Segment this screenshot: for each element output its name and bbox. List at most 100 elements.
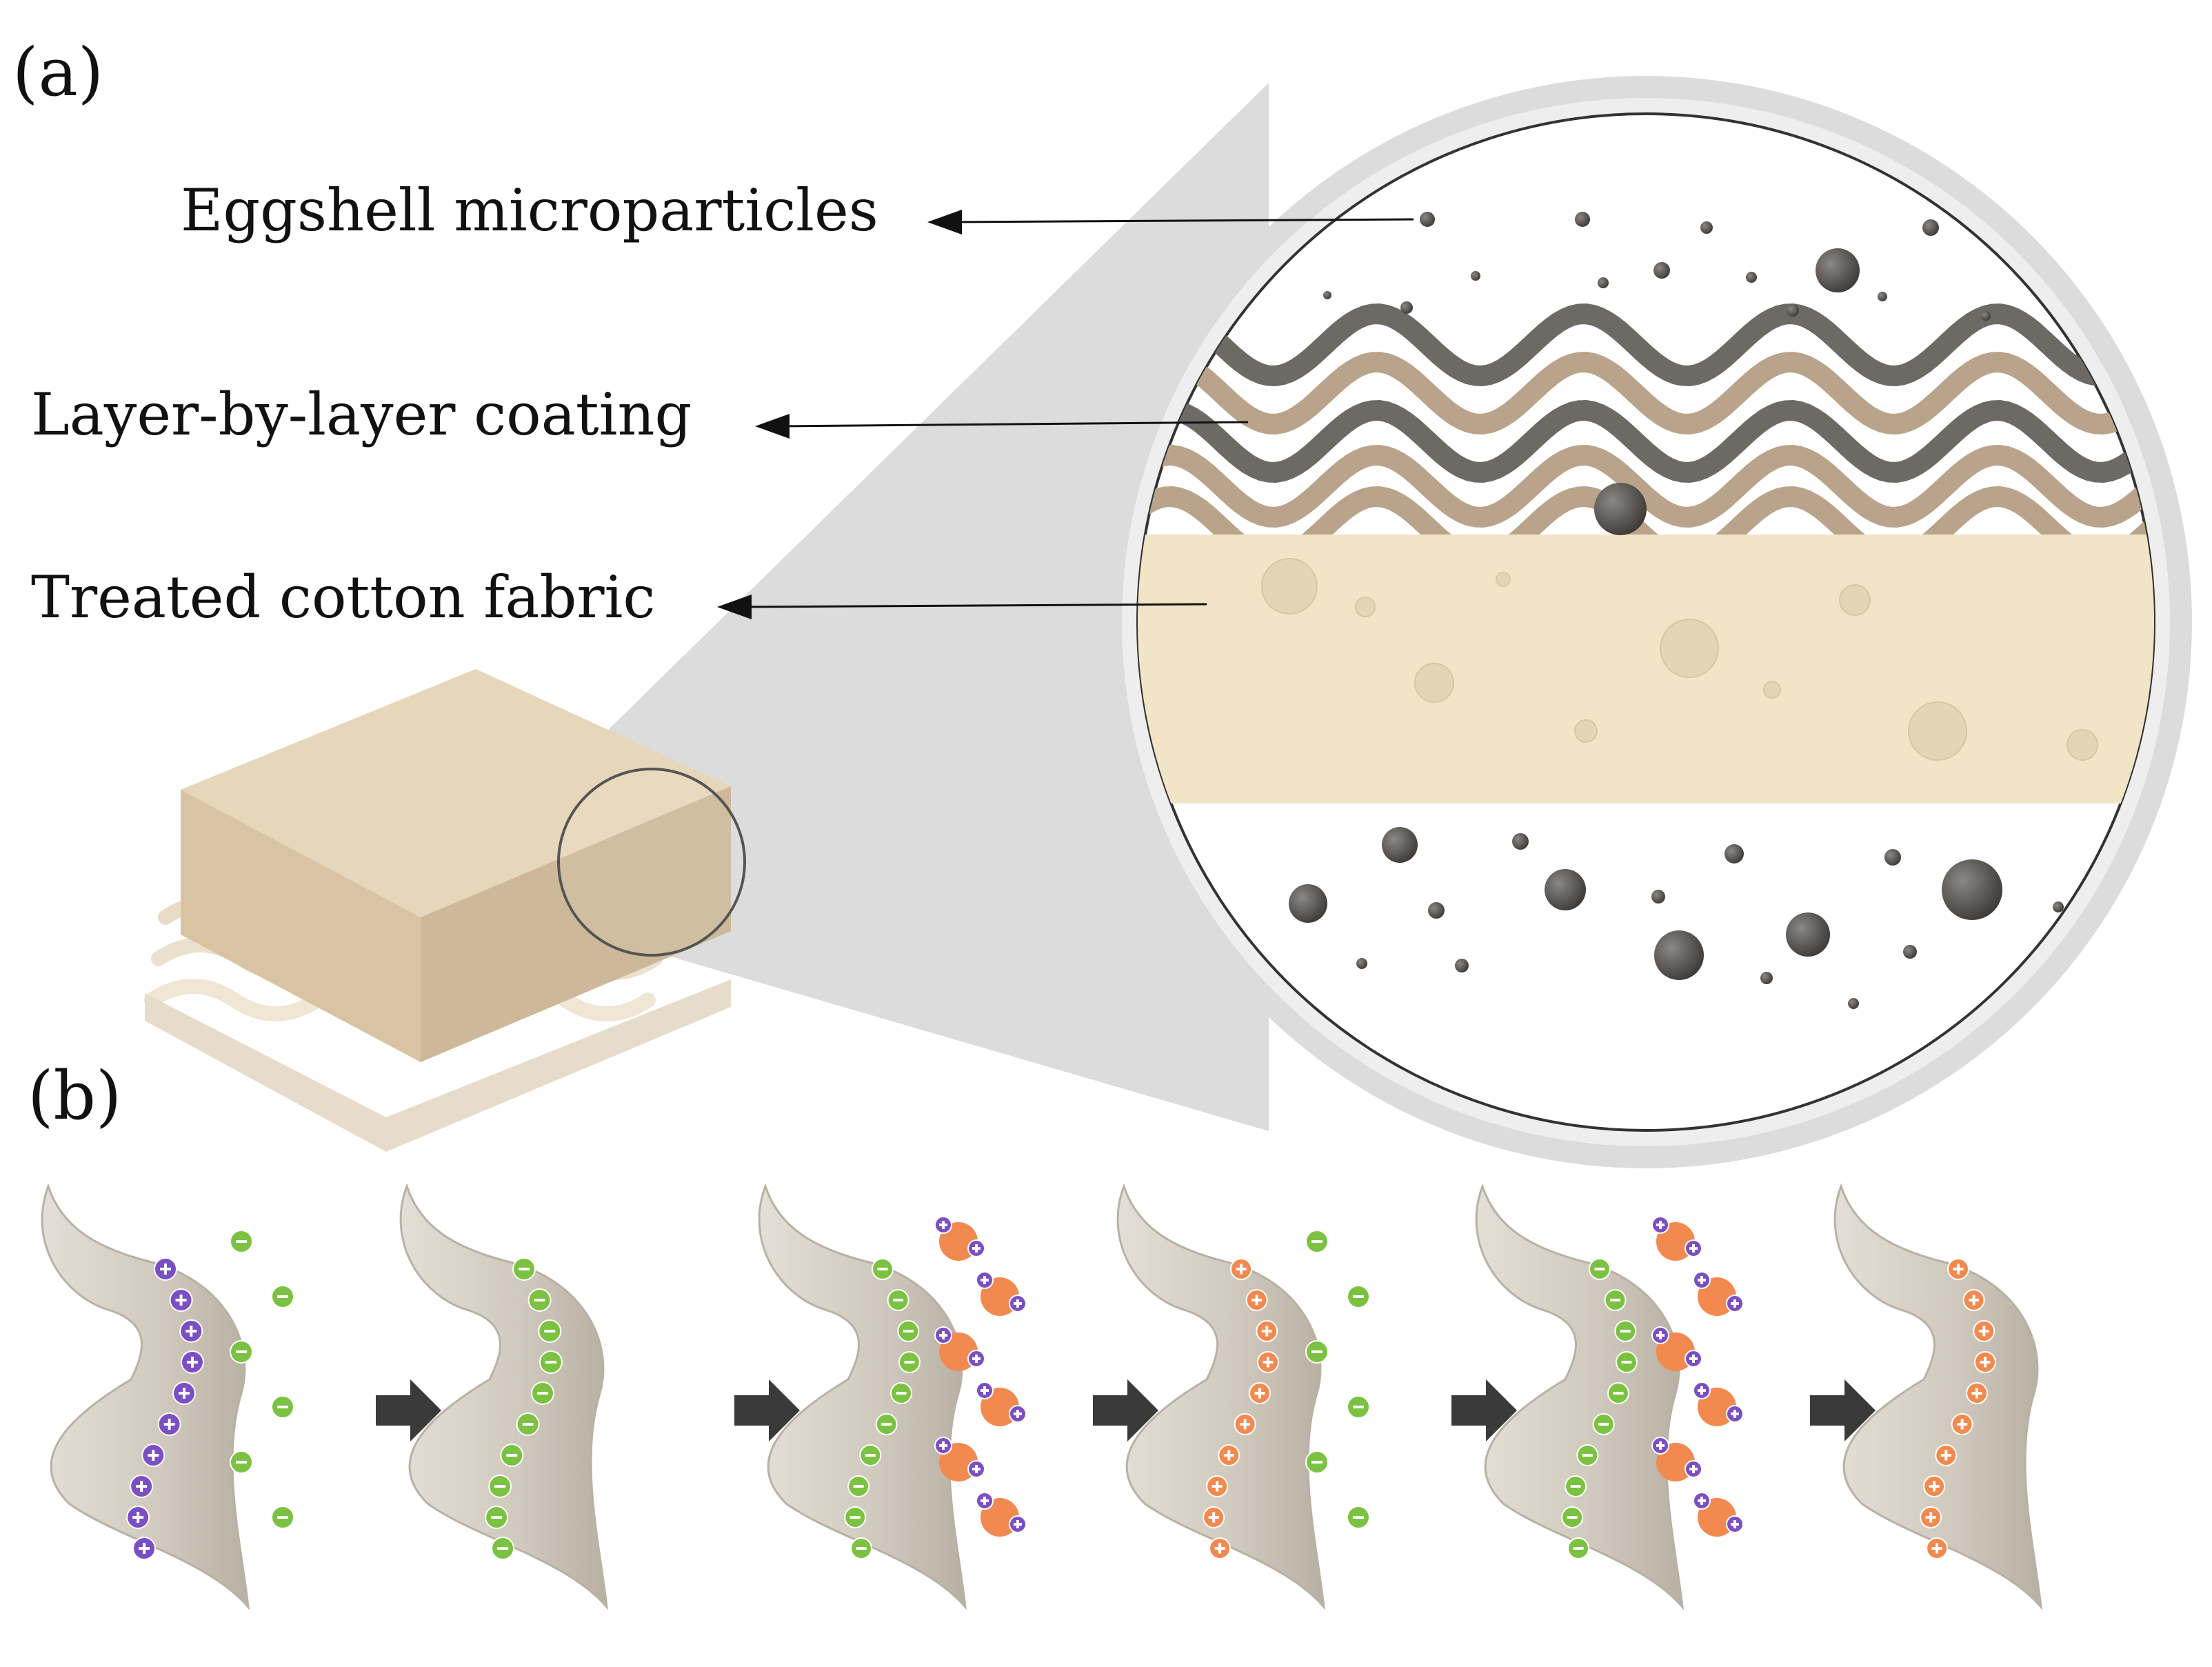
anion-bead-icon: [1347, 1395, 1370, 1419]
cation-bead-icon: [180, 1350, 204, 1374]
anion-bead-icon: [844, 1506, 867, 1528]
cation-bead-icon: [1726, 1405, 1744, 1423]
cation-bead-icon: [1206, 1475, 1229, 1497]
cation-bead-icon: [179, 1319, 203, 1343]
cation-bead-icon: [1651, 1216, 1669, 1234]
eggshell-microparticle: [1356, 958, 1367, 969]
cation-bead-icon: [976, 1381, 994, 1399]
cation-bead-icon: [1962, 1289, 1985, 1311]
eggshell-microparticle: [1848, 998, 1859, 1009]
eggshell-microparticle: [1725, 844, 1744, 864]
callout-treated-cotton: Treated cotton fabric: [31, 563, 655, 631]
cation-bead-icon: [967, 1460, 985, 1478]
eggshell-microparticle: [1903, 945, 1917, 959]
eggshell-microparticle: [1455, 959, 1469, 972]
eggshell-microparticle: [1594, 483, 1647, 535]
eggshell-microparticle: [1942, 859, 2002, 920]
right-arrow-icon: [1451, 1379, 1517, 1441]
anion-bead-icon: [1576, 1444, 1599, 1466]
fabric-pore: [1908, 701, 1967, 761]
anion-bead-icon: [531, 1381, 555, 1405]
coating-layer: [1138, 303, 2154, 386]
eggshell-microparticle: [1922, 219, 1939, 236]
anion-bead-icon: [1567, 1537, 1590, 1559]
panel-b-label: (b): [28, 1057, 121, 1135]
eggshell-microparticle: [1981, 311, 1991, 321]
cation-bead-icon: [1951, 1413, 1973, 1435]
anion-bead-icon: [1305, 1340, 1329, 1364]
cation-bead-icon: [1926, 1537, 1949, 1559]
cation-bead-icon: [126, 1506, 150, 1529]
eggshell-microparticle: [1653, 262, 1670, 279]
callout-arrows: [717, 210, 1414, 619]
fabric-pore: [1414, 663, 1454, 703]
eggshell-microparticle: [1512, 833, 1529, 850]
cation-bead-icon: [132, 1537, 157, 1560]
eggshell-microparticle: [1575, 212, 1590, 227]
fabric-pore: [1261, 558, 1318, 615]
anion-bead-icon: [1604, 1289, 1627, 1311]
fabric-pore: [1763, 681, 1781, 699]
cation-bead-icon: [1234, 1413, 1256, 1435]
cation-bead-icon: [1685, 1350, 1702, 1368]
cation-bead-icon: [1249, 1382, 1271, 1404]
cation-bead-icon: [976, 1271, 994, 1289]
anion-bead-icon: [1614, 1320, 1637, 1342]
anion-bead-icon: [538, 1319, 562, 1343]
anion-bead-icon: [847, 1475, 870, 1497]
coating-layer: [1138, 400, 2154, 483]
cation-bead-icon: [130, 1475, 154, 1498]
process-stage: [1116, 1183, 1370, 1610]
eggshell-microparticle: [1420, 212, 1435, 227]
anion-bead-icon: [539, 1350, 563, 1374]
magnifier-cone: [607, 83, 1269, 1131]
eggshell-microparticle: [1598, 277, 1609, 288]
fabric-pore: [1355, 597, 1376, 617]
cotton-fiber: [758, 1183, 967, 1610]
anion-bead-icon: [1305, 1230, 1329, 1253]
anion-bead-icon: [875, 1413, 898, 1435]
anion-bead-icon: [1561, 1506, 1584, 1528]
eggshell-microparticle: [1382, 827, 1418, 863]
anion-bead-icon: [527, 1288, 552, 1312]
anion-bead-icon: [271, 1285, 294, 1308]
eggshell-microparticle: [1878, 292, 1887, 301]
cotton-fiber: [41, 1183, 250, 1610]
eggshell-microparticle: [1746, 272, 1757, 283]
eggshell-microparticle: [1884, 849, 1901, 866]
cotton-fiber: [399, 1183, 609, 1610]
cation-bead-icon: [1726, 1515, 1744, 1533]
cation-bead-icon: [934, 1326, 952, 1344]
cation-bead-icon: [1973, 1351, 1996, 1373]
process-stage: [1475, 1183, 1744, 1610]
right-arrow-icon: [376, 1379, 441, 1441]
fabric-pore: [2067, 729, 2098, 761]
anion-bead-icon: [897, 1320, 920, 1342]
cation-bead-icon: [1256, 1320, 1278, 1342]
cotton-fiber: [1475, 1183, 1685, 1610]
process-stage: [399, 1183, 609, 1610]
right-arrow-icon: [734, 1379, 800, 1441]
cation-bead-icon: [1256, 1351, 1279, 1373]
anion-bead-icon: [512, 1257, 536, 1281]
process-stage: [1833, 1183, 2043, 1610]
cation-bead-icon: [1947, 1258, 1969, 1280]
eggshell-microparticle: [1816, 248, 1860, 292]
anion-bead-icon: [887, 1289, 909, 1311]
cation-bead-icon: [1685, 1239, 1702, 1257]
anion-bead-icon: [516, 1413, 540, 1436]
anion-bead-icon: [230, 1340, 253, 1364]
cation-bead-icon: [1651, 1437, 1669, 1455]
fabric-pore: [1496, 572, 1511, 587]
magnified-cross-section: [1138, 212, 2154, 1009]
anion-bead-icon: [872, 1258, 894, 1280]
eggshell-microparticle: [1787, 304, 1799, 317]
cation-bead-icon: [967, 1350, 985, 1368]
eggshell-microparticle: [1654, 930, 1704, 980]
coating-layer: [1138, 352, 2154, 435]
cation-bead-icon: [141, 1444, 165, 1467]
process-stage: [758, 1183, 1027, 1610]
cation-bead-icon: [1966, 1382, 1989, 1404]
cation-bead-icon: [172, 1381, 197, 1405]
